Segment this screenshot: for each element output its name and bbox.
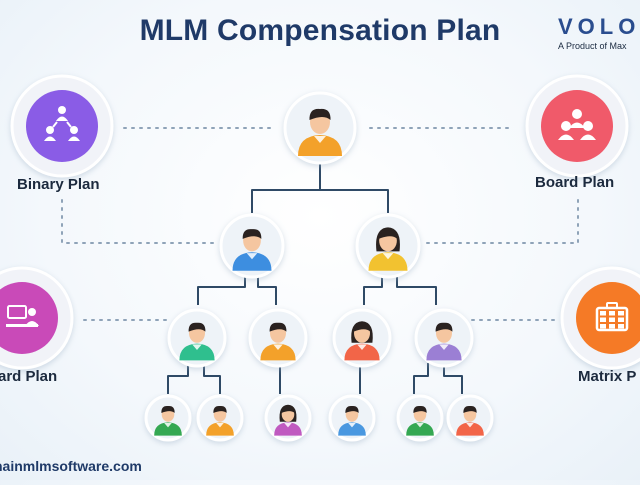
person-avatar-icon <box>196 394 244 442</box>
plan-label-left-board: ard Plan <box>0 368 58 385</box>
group-people-icon <box>525 74 629 178</box>
person-avatar-icon <box>446 394 494 442</box>
person-avatar-icon <box>396 394 444 442</box>
person-avatar-icon <box>219 213 285 279</box>
people-layer <box>144 91 494 442</box>
dotted-line-left-mid <box>61 199 217 244</box>
person-avatar-icon <box>283 91 357 165</box>
plan-label-board: Board Plan <box>535 174 615 191</box>
matrix-grid-icon <box>560 266 640 370</box>
network-people-icon <box>10 74 114 178</box>
dotted-guides <box>61 127 579 321</box>
dotted-line-right-mid <box>423 199 579 244</box>
person-avatar-icon <box>144 394 192 442</box>
person-avatar-icon <box>248 308 308 368</box>
footer-url: hainmlmsoftware.com <box>0 458 142 474</box>
person-avatar-icon <box>328 394 376 442</box>
plan-label-binary: Binary Plan <box>17 176 100 193</box>
plans-layer <box>0 74 640 370</box>
brand-tagline: A Product of Max <box>558 41 627 51</box>
person-avatar-icon <box>264 394 312 442</box>
page-title: MLM Compensation Plan <box>139 14 501 47</box>
person-avatar-icon <box>167 308 227 368</box>
person-avatar-icon <box>414 308 474 368</box>
plan-label-matrix: Matrix P <box>578 368 637 385</box>
brand-logo-text: VOLO <box>558 14 640 39</box>
person-avatar-icon <box>355 213 421 279</box>
presenter-board-icon <box>0 266 74 370</box>
person-avatar-icon <box>332 308 392 368</box>
tree-connectors <box>167 163 463 394</box>
brand-logo: VOLO A Product of Max <box>558 14 640 51</box>
